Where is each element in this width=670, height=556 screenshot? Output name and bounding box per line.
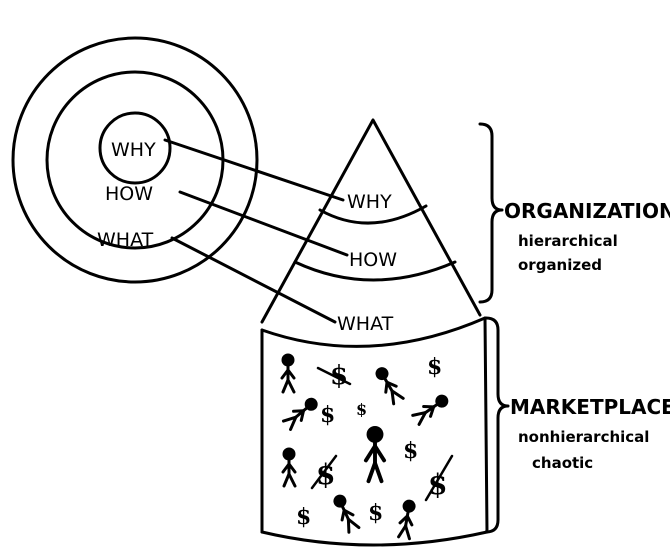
cone-divider-1 (318, 204, 428, 225)
dollar-sign: $ (320, 402, 335, 428)
dollar-strike (424, 454, 454, 502)
connector-how (178, 190, 349, 257)
cone-label-how: HOW (349, 249, 397, 271)
person-figure (397, 499, 416, 541)
cylinder-bottom-edge (260, 530, 489, 547)
person-figure (363, 425, 387, 484)
organization-line-1: hierarchical (518, 232, 618, 250)
circle-outer-ring (11, 36, 259, 284)
person-figure (280, 353, 296, 394)
dollar-sign: $ (330, 361, 348, 391)
marketplace-line-1: nonhierarchical (518, 428, 649, 446)
marketplace-title: MARKETPLACE (510, 395, 670, 419)
person-figure (281, 447, 297, 488)
dollar-sign: $ (403, 438, 418, 464)
cylinder-right-side (483, 316, 489, 534)
circle-inner-ring (98, 111, 172, 185)
dollar-sign: $ (356, 400, 367, 419)
organization-title: ORGANIZATION (504, 199, 670, 223)
dollar-sign: $ (427, 354, 442, 380)
circle-label-how: HOW (105, 183, 153, 205)
cone-label-what: WHAT (337, 313, 394, 335)
marketplace-line-2: chaotic (532, 454, 593, 472)
cone-outline (260, 118, 482, 324)
circle-label-what: WHAT (97, 229, 154, 251)
dollar-strike (310, 454, 338, 490)
cone-divider-2 (293, 260, 457, 282)
dollar-sign: $ (296, 504, 311, 530)
person-figure (411, 394, 449, 426)
brace-organization (478, 122, 504, 304)
circle-label-why: WHY (111, 139, 156, 161)
cone-label-why: WHY (347, 191, 392, 213)
dollar-sign: $ (316, 458, 335, 491)
connector-why (163, 138, 345, 202)
person-figure (281, 397, 318, 431)
dollar-sign: $ (368, 500, 383, 526)
connector-what (170, 236, 337, 324)
brace-marketplace (484, 316, 510, 534)
cylinder-top-edge (260, 316, 487, 348)
dollar-strike (316, 366, 352, 386)
person-figure (375, 367, 405, 406)
dollar-sign: $ (428, 468, 447, 501)
person-figure (333, 494, 361, 534)
organization-line-2: organized (518, 256, 602, 274)
